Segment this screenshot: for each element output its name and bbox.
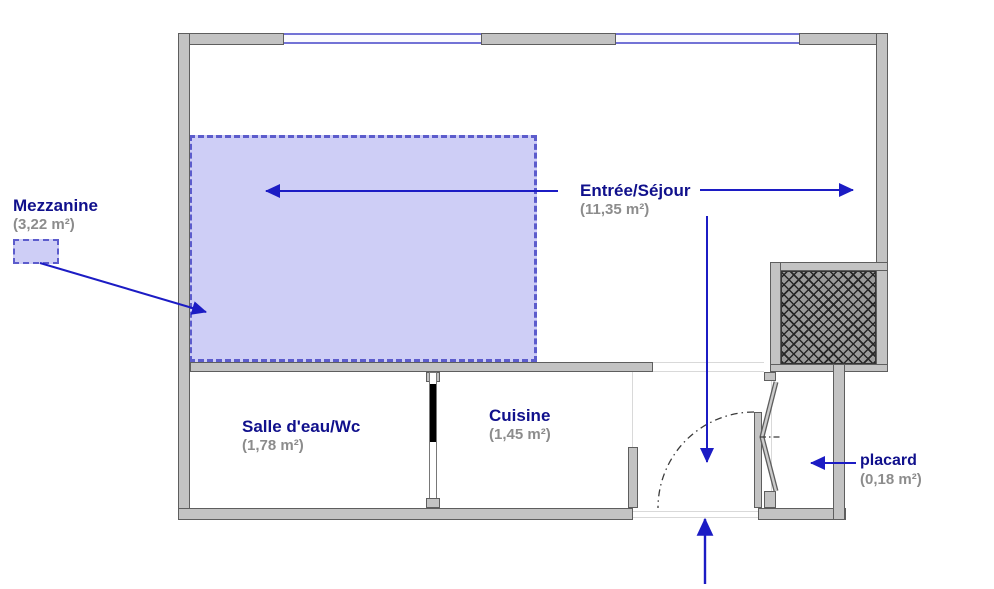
top-wall-right: [799, 33, 888, 45]
bathroom-door: [430, 384, 436, 442]
room-name: Mezzanine: [13, 196, 99, 215]
room-area: (3,22 m²): [13, 216, 75, 233]
mezzanine-legend-swatch: [13, 239, 59, 264]
room-area: (1,45 m²): [489, 426, 551, 443]
kitchen-right-wall: [628, 447, 638, 508]
top-wall-left: [178, 33, 284, 45]
cuisine-label: Cuisine (1,45 m²): [489, 405, 551, 444]
entry-door-swing-arc: [657, 411, 755, 509]
entry-door-leaf: [754, 412, 762, 508]
placard-front-trace: [771, 381, 772, 491]
window-top-right: [616, 33, 799, 44]
kitchen-opening-trace: [632, 372, 633, 447]
placard-right-wall: [833, 364, 845, 520]
divider-wall: [190, 362, 653, 372]
room-name: Cuisine: [489, 406, 551, 425]
passage-trace-top: [653, 362, 764, 363]
entree-sejour-label: Entrée/Séjour (11,35 m²): [580, 180, 691, 219]
partition-stub-bottom: [426, 498, 440, 508]
mezzanine-label: Mezzanine (3,22 m²): [13, 195, 98, 234]
salle-deau-label: Salle d'eau/Wc (1,78 m²): [242, 416, 360, 455]
shaft-top-wall: [770, 262, 888, 271]
room-name: placard: [860, 452, 917, 469]
placard-stub-bottom: [764, 491, 776, 508]
bottom-wall-left: [178, 508, 633, 520]
bottom-wall-right: [758, 508, 846, 520]
room-area: (1,78 m²): [242, 437, 304, 454]
room-name: Salle d'eau/Wc: [242, 417, 361, 436]
threshold-trace-top: [633, 511, 758, 512]
placard-bifold-door-outline: [759, 381, 779, 492]
placard-label: placard (0,18 m²): [860, 450, 922, 489]
room-area: (11,35 m²): [580, 201, 650, 218]
room-name: Entrée/Séjour: [580, 181, 691, 200]
placard-bifold-door-fill: [760, 381, 778, 492]
placard-stub-top: [764, 372, 776, 381]
shaft-hatch-fill: [781, 271, 876, 364]
shaft-left-wall: [770, 262, 781, 372]
room-area: (0,18 m²): [860, 471, 922, 488]
threshold-trace-bottom: [633, 517, 758, 518]
passage-trace-bottom: [653, 371, 764, 372]
top-wall-middle: [481, 33, 616, 45]
left-wall: [178, 33, 190, 520]
window-top-left: [284, 33, 481, 44]
mezzanine-zone: [189, 135, 537, 362]
shaft-bottom-wall: [770, 364, 888, 372]
right-wall: [876, 33, 888, 372]
